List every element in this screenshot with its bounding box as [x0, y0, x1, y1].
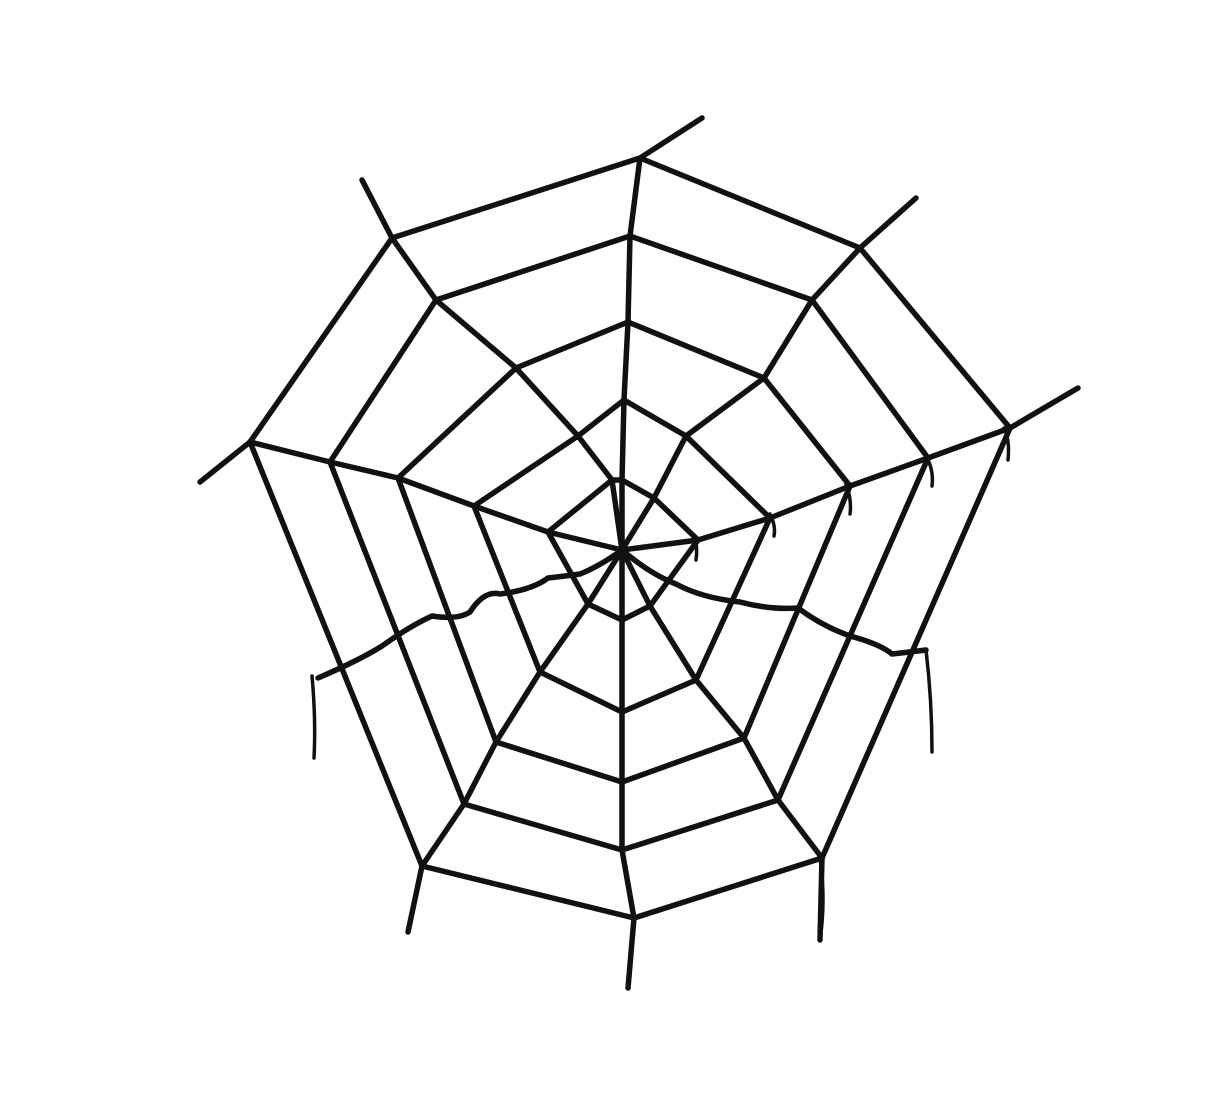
- frayed-thread-end: [692, 534, 699, 562]
- frayed-thread-end: [818, 856, 825, 942]
- web-ring: [247, 155, 1013, 921]
- frayed-thread-end: [768, 512, 777, 538]
- web-ring: [327, 233, 931, 853]
- frayed-thread-end: [1002, 426, 1011, 462]
- frayed-thread-end: [924, 454, 935, 488]
- web-spoke: [619, 385, 1081, 553]
- web-ring: [395, 319, 853, 785]
- web-threads: [197, 115, 1081, 991]
- wavy-thread-right: [619, 547, 929, 657]
- web-spoke: [197, 439, 625, 553]
- frayed-thread-end: [406, 864, 424, 934]
- frayed-thread-end: [844, 482, 853, 516]
- web-ring: [471, 397, 773, 715]
- frayed-thread-end: [310, 674, 317, 760]
- web-ring: [545, 477, 701, 623]
- wavy-thread-left: [315, 547, 625, 681]
- frayed-thread-end: [924, 648, 934, 754]
